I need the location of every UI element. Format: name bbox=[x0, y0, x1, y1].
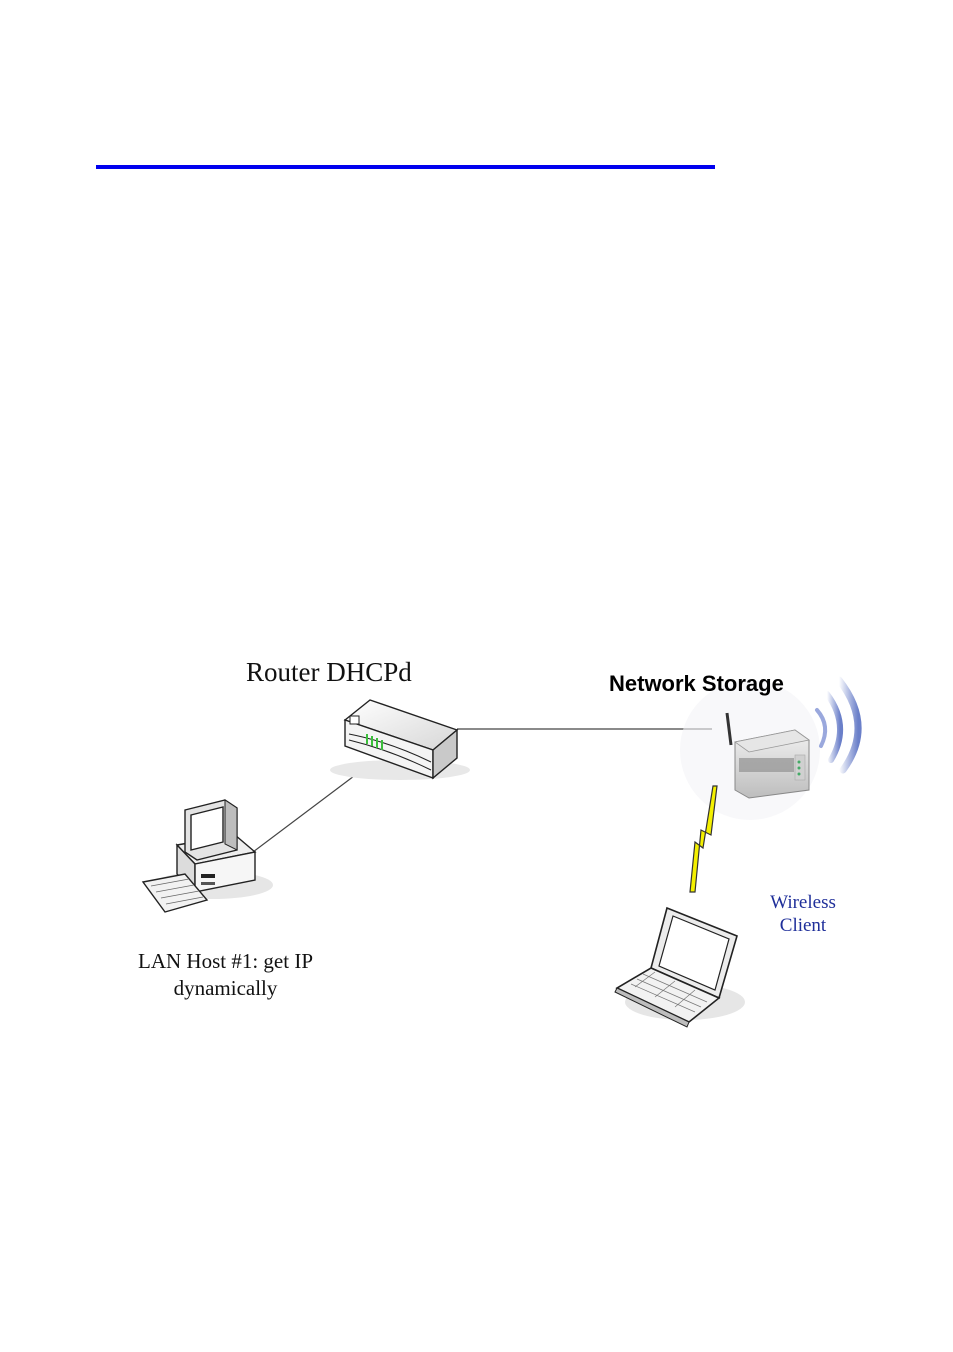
wireless-client-label: Wireless Client bbox=[753, 891, 853, 937]
lan-host-label: LAN Host #1: get IP dynamically bbox=[123, 948, 328, 1002]
router-icon bbox=[330, 700, 470, 780]
network-storage-label: Network Storage bbox=[609, 671, 784, 697]
network-storage-icon bbox=[680, 680, 820, 820]
wireless-client-label-line2: Client bbox=[753, 914, 853, 937]
lan-host-label-line1: LAN Host #1: get IP bbox=[123, 948, 328, 975]
router-label: Router DHCPd bbox=[246, 657, 412, 688]
wireless-client-label-line1: Wireless bbox=[753, 891, 853, 914]
network-diagram: Router DHCPd Network Storage Wireless Cl… bbox=[95, 630, 875, 1030]
header-rule bbox=[96, 165, 715, 169]
laptop-icon bbox=[615, 908, 745, 1027]
lan-host-label-line2: dynamically bbox=[123, 975, 328, 1002]
wireless-signal-icon bbox=[817, 680, 858, 770]
desktop-computer-icon bbox=[143, 800, 273, 912]
